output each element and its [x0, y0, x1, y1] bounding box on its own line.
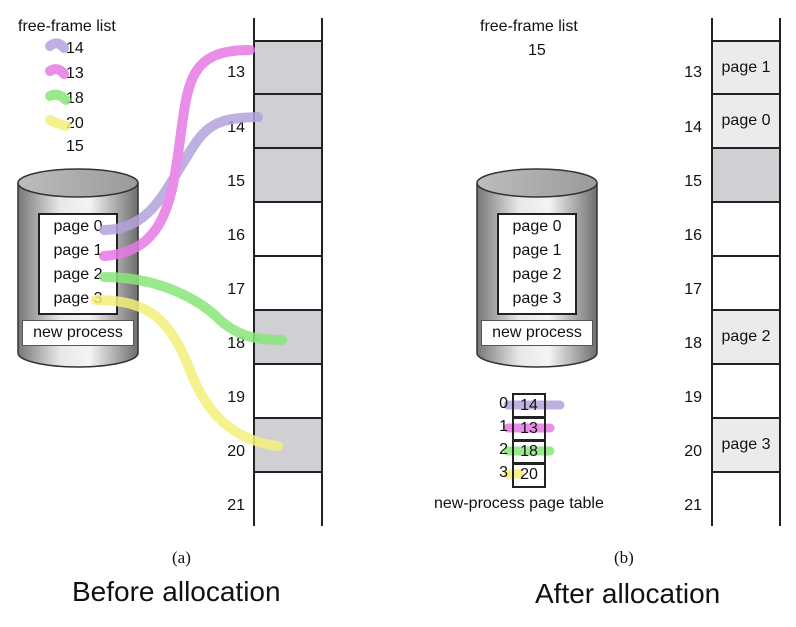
right-frame-20: page 3 [713, 419, 779, 473]
left-free-frame-list-title: free-frame list [18, 18, 116, 35]
page2-to-frame18-stroke [99, 272, 287, 345]
free-list-mark-green [45, 89, 71, 105]
right-title: After allocation [535, 578, 721, 609]
left-frame-number: 16 [227, 227, 245, 244]
page-table-index: 2 [499, 441, 508, 458]
left-frame-number: 21 [227, 497, 245, 514]
left-free-frame-item: 13 [66, 65, 84, 82]
page-table-row: 0 14 [488, 393, 546, 419]
page-table-index: 3 [499, 464, 508, 481]
page-table-frame: 18 [512, 439, 546, 465]
right-frame-15 [713, 149, 779, 203]
left-frame-13 [255, 40, 321, 95]
right-process-pages-box: page 0 page 1 page 2 page 3 [497, 213, 577, 315]
left-frame-19 [255, 365, 321, 419]
free-list-mark-purple [45, 38, 69, 53]
right-frame-number: 15 [684, 173, 702, 190]
left-page-item: page 3 [53, 290, 103, 307]
right-frame-14: page 0 [713, 95, 779, 149]
right-frame-number: 14 [684, 119, 702, 136]
left-frame-number: 13 [227, 64, 245, 81]
page-table-frame: 14 [512, 393, 546, 419]
right-frame-number: 20 [684, 443, 702, 460]
left-page-item: page 2 [53, 266, 103, 283]
left-free-frame-item: 14 [66, 40, 84, 57]
page-table-frame: 20 [512, 462, 546, 488]
page-table-row: 1 13 [488, 416, 546, 442]
right-frame-19 [713, 365, 779, 419]
right-page-item: page 1 [512, 242, 562, 259]
left-frame-number: 17 [227, 281, 245, 298]
right-frame-16 [713, 203, 779, 257]
left-free-frame-item: 15 [66, 138, 84, 155]
right-physical-memory: page 1 page 0 page 2 page 3 [711, 18, 781, 526]
page1-to-frame13-stroke [99, 45, 255, 261]
right-frame-number: 17 [684, 281, 702, 298]
right-page-item: page 2 [512, 266, 562, 283]
page-table-index: 0 [499, 395, 508, 412]
free-list-mark-yellow [45, 115, 71, 131]
left-page-item: page 1 [53, 242, 103, 259]
right-frame-number: 21 [684, 497, 702, 514]
left-free-frame-item: 18 [66, 90, 84, 107]
left-page-item: page 0 [53, 218, 103, 235]
left-frame-14 [255, 95, 321, 149]
right-page-item: page 0 [512, 218, 562, 235]
left-frame-16 [255, 203, 321, 257]
right-caption: (b) [614, 548, 634, 567]
left-frame-number: 15 [227, 173, 245, 190]
free-list-mark-magenta [45, 64, 69, 79]
right-frame-18: page 2 [713, 311, 779, 365]
page0-to-frame14-stroke [99, 112, 263, 235]
right-new-process-label: new process [481, 320, 593, 346]
right-frame-17 [713, 257, 779, 311]
left-frame-number: 18 [227, 335, 245, 352]
left-new-process-label: new process [22, 320, 134, 346]
page-table-index: 1 [499, 418, 508, 435]
left-frame-15 [255, 149, 321, 203]
right-frame-13: page 1 [713, 40, 779, 95]
right-free-frame-list-title: free-frame list [480, 18, 578, 35]
left-frame-17 [255, 257, 321, 311]
right-page-item: page 3 [512, 290, 562, 307]
right-frame-number: 16 [684, 227, 702, 244]
page-table-label: new-process page table [434, 495, 604, 512]
left-caption: (a) [172, 548, 191, 567]
left-frame-number: 20 [227, 443, 245, 460]
page-table-row: 3 20 [488, 462, 546, 488]
right-frame-number: 18 [684, 335, 702, 352]
right-frame-number: 19 [684, 389, 702, 406]
right-frame-number: 13 [684, 64, 702, 81]
right-free-frame-item: 15 [528, 42, 546, 59]
left-title: Before allocation [72, 576, 281, 607]
page3-to-frame20-stroke [91, 295, 283, 451]
left-frame-number: 19 [227, 389, 245, 406]
page-table-row: 2 18 [488, 439, 546, 465]
page-table-frame: 13 [512, 416, 546, 442]
